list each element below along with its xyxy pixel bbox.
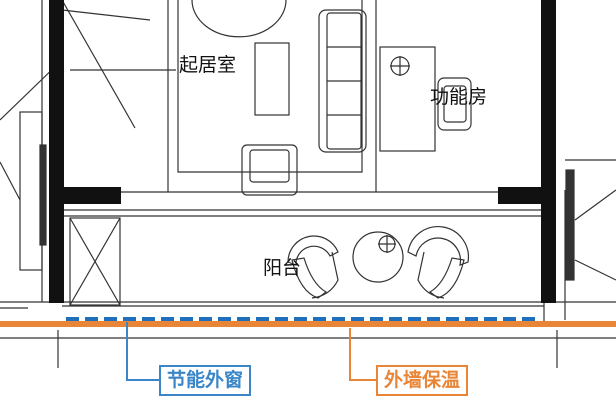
plan-linework [0,0,616,368]
insulation-callout: 外墙保温 [376,365,469,396]
walls [49,0,556,303]
insulation-callout-connector [349,328,376,381]
callout-connectors [126,322,376,381]
window-callout-connector [126,322,159,381]
room-label-living-room: 起居室 [179,54,237,76]
window-callout: 节能外窗 [159,365,252,396]
wall-insulation [0,321,616,327]
room-label-balcony: 阳台 [263,257,302,279]
room-label-function-room: 功能房 [430,86,488,108]
